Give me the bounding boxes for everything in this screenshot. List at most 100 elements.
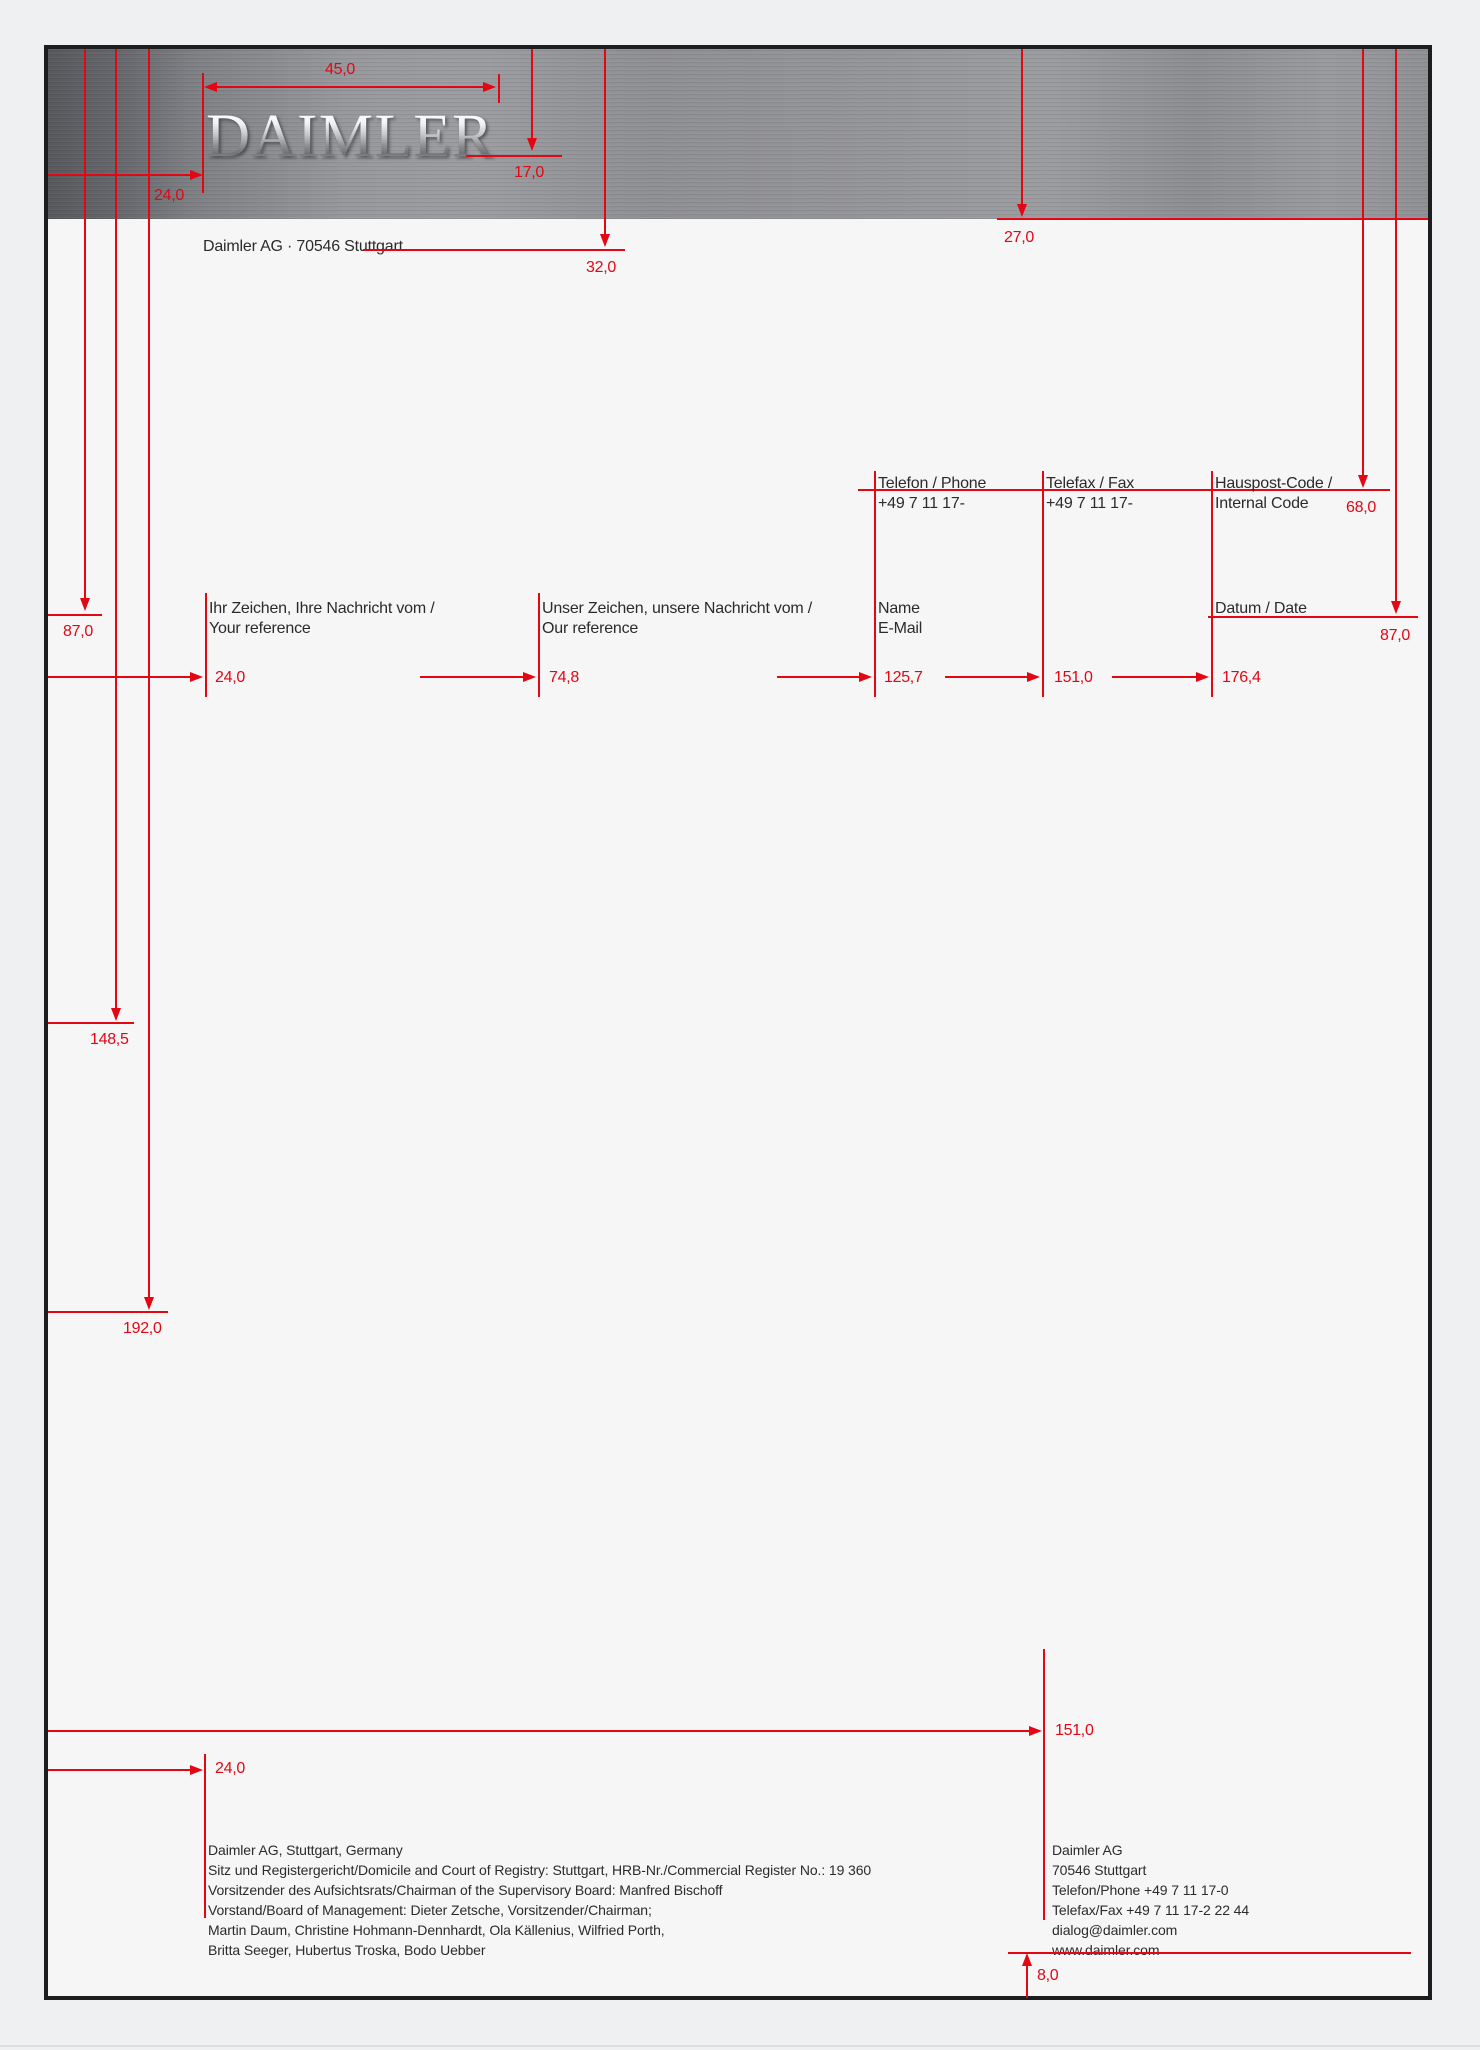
unser-zeichen-line2: Our reference — [542, 620, 639, 637]
footer-left-line: Britta Seeger, Hubertus Troska, Bodo Ueb… — [208, 1942, 486, 1958]
footer-right-line: Telefon/Phone +49 7 11 17-0 — [1052, 1882, 1229, 1898]
column-rule-151 — [1042, 471, 1044, 697]
column-rule-176 — [1211, 471, 1213, 697]
telefon-field-label: Telefon / Phone +49 7 11 17- — [878, 474, 986, 514]
dim-line-24-mid — [48, 676, 190, 678]
arrow-right-icon — [1196, 672, 1209, 682]
telefon-label-line1: Telefon / Phone — [878, 475, 987, 492]
dim-line-24-top — [48, 174, 190, 176]
arrow-right-icon — [859, 672, 872, 682]
arrow-right-icon — [190, 170, 203, 180]
dim-line-192 — [148, 49, 150, 1297]
dim-label-176: 176,4 — [1222, 669, 1261, 686]
dim-line-32 — [604, 49, 606, 234]
your-reference-field-label: Ihr Zeichen, Ihre Nachricht vom / Your r… — [209, 599, 435, 639]
dim-stem-8 — [1026, 1966, 1028, 1998]
telefax-field-label: Telefax / Fax +49 7 11 17- — [1046, 474, 1134, 514]
telefax-label-line2: +49 7 11 17- — [1046, 495, 1133, 512]
ihr-zeichen-line1: Ihr Zeichen, Ihre Nachricht vom / — [209, 600, 435, 617]
dim-label-87-left: 87,0 — [63, 623, 93, 640]
dim-label-148: 148,5 — [90, 1031, 129, 1048]
dim-line-8 — [1008, 1952, 1411, 1954]
dim-tick-192 — [48, 1311, 168, 1313]
arrow-down-icon — [527, 138, 537, 151]
footer-contact-block: Daimler AG 70546 Stuttgart Telefon/Phone… — [1052, 1840, 1249, 1960]
dim-line-24-bottom — [48, 1769, 190, 1771]
arrow-left-icon — [204, 82, 217, 92]
name-label: Name — [878, 600, 920, 617]
dim-line-148 — [115, 49, 117, 1008]
footer-right-line: Daimler AG — [1052, 1842, 1123, 1858]
column-rule-24 — [205, 593, 207, 697]
column-rule-74 — [538, 593, 540, 697]
name-email-field-label: Name E-Mail — [878, 599, 922, 639]
arrow-down-icon — [1391, 601, 1401, 614]
dim-line-87-left — [84, 49, 86, 598]
dim-label-27: 27,0 — [1004, 229, 1034, 246]
footer-left-line: Martin Daum, Christine Hohmann-Dennhardt… — [208, 1922, 665, 1938]
arrow-right-icon — [190, 672, 203, 682]
dim-label-151-bottom: 151,0 — [1055, 1722, 1094, 1739]
daimler-logo: DAIMLER — [206, 103, 495, 170]
arrow-right-icon — [1027, 672, 1040, 682]
arrow-down-icon — [1017, 204, 1027, 217]
arrow-down-icon — [80, 598, 90, 611]
dim-label-24-top: 24,0 — [154, 187, 184, 204]
datum-underline-rule — [1208, 616, 1418, 618]
hauspost-field-label: Hauspost-Code / Internal Code — [1215, 474, 1332, 514]
dim-line-151-mid — [945, 676, 1027, 678]
dim-line-125 — [777, 676, 859, 678]
email-label: E-Mail — [878, 620, 923, 637]
dim-line-87-right — [1395, 49, 1397, 601]
datum-field-label: Datum / Date — [1215, 600, 1307, 617]
footer-left-column-rule — [204, 1754, 206, 1918]
footer-legal-block: Daimler AG, Stuttgart, Germany Sitz und … — [208, 1840, 871, 1960]
dim-line-45 — [216, 86, 484, 88]
hauspost-label-line2: Internal Code — [1215, 495, 1309, 512]
telefon-label-line2: +49 7 11 17- — [878, 495, 965, 512]
footer-left-line: Sitz und Registergericht/Domicile and Co… — [208, 1862, 872, 1878]
footer-left-line: Vorstand/Board of Management: Dieter Zet… — [208, 1902, 652, 1918]
dim-label-17: 17,0 — [514, 164, 544, 181]
unser-zeichen-line1: Unser Zeichen, unsere Nachricht vom / — [542, 600, 813, 617]
contact-baseline-rule — [858, 489, 1390, 491]
arrow-down-icon — [600, 234, 610, 247]
column-rule-125 — [874, 471, 876, 697]
dim-tick-148 — [48, 1022, 134, 1024]
our-reference-field-label: Unser Zeichen, unsere Nachricht vom / Ou… — [542, 599, 812, 639]
metallic-header-band — [48, 49, 1428, 219]
dim-line-151-bottom — [48, 1730, 1029, 1732]
dim-tick-left-margin — [202, 73, 204, 193]
dim-tick-45-right — [498, 74, 500, 103]
dim-label-32: 32,0 — [586, 259, 616, 276]
dim-label-45: 45,0 — [325, 61, 355, 78]
arrow-right-icon — [483, 82, 496, 92]
dim-label-74: 74,8 — [549, 669, 579, 686]
dim-label-87-right: 87,0 — [1380, 627, 1410, 644]
footer-right-column-rule — [1043, 1649, 1045, 1920]
footer-right-line: dialog@daimler.com — [1052, 1922, 1178, 1938]
arrow-down-icon — [111, 1008, 121, 1021]
arrow-down-icon — [1358, 475, 1368, 488]
footer-right-line: Telefax/Fax +49 7 11 17-2 22 44 — [1052, 1902, 1250, 1918]
hauspost-label-line1: Hauspost-Code / — [1215, 475, 1333, 492]
dim-label-24-mid: 24,0 — [215, 669, 245, 686]
arrow-right-icon — [1029, 1726, 1042, 1736]
dim-label-68: 68,0 — [1346, 499, 1376, 516]
dim-baseline-27 — [997, 218, 1428, 220]
arrow-down-icon — [144, 1297, 154, 1310]
dim-label-192: 192,0 — [123, 1320, 162, 1337]
paper-sheet — [44, 45, 1432, 2000]
telefax-label-line1: Telefax / Fax — [1046, 475, 1135, 492]
arrow-up-icon — [1022, 1953, 1032, 1966]
dim-label-151-mid: 151,0 — [1054, 669, 1093, 686]
arrow-right-icon — [190, 1765, 203, 1775]
dim-line-17 — [531, 49, 533, 138]
ihr-zeichen-line2: Your reference — [209, 620, 311, 637]
footer-left-line: Daimler AG, Stuttgart, Germany — [208, 1842, 403, 1858]
sender-address-line: Daimler AG · 70546 Stuttgart — [203, 238, 403, 255]
dim-label-8: 8,0 — [1037, 1967, 1059, 1984]
footer-right-line: 70546 Stuttgart — [1052, 1862, 1147, 1878]
footer-left-line: Vorsitzender des Aufsichtsrats/Chairman … — [208, 1882, 723, 1898]
